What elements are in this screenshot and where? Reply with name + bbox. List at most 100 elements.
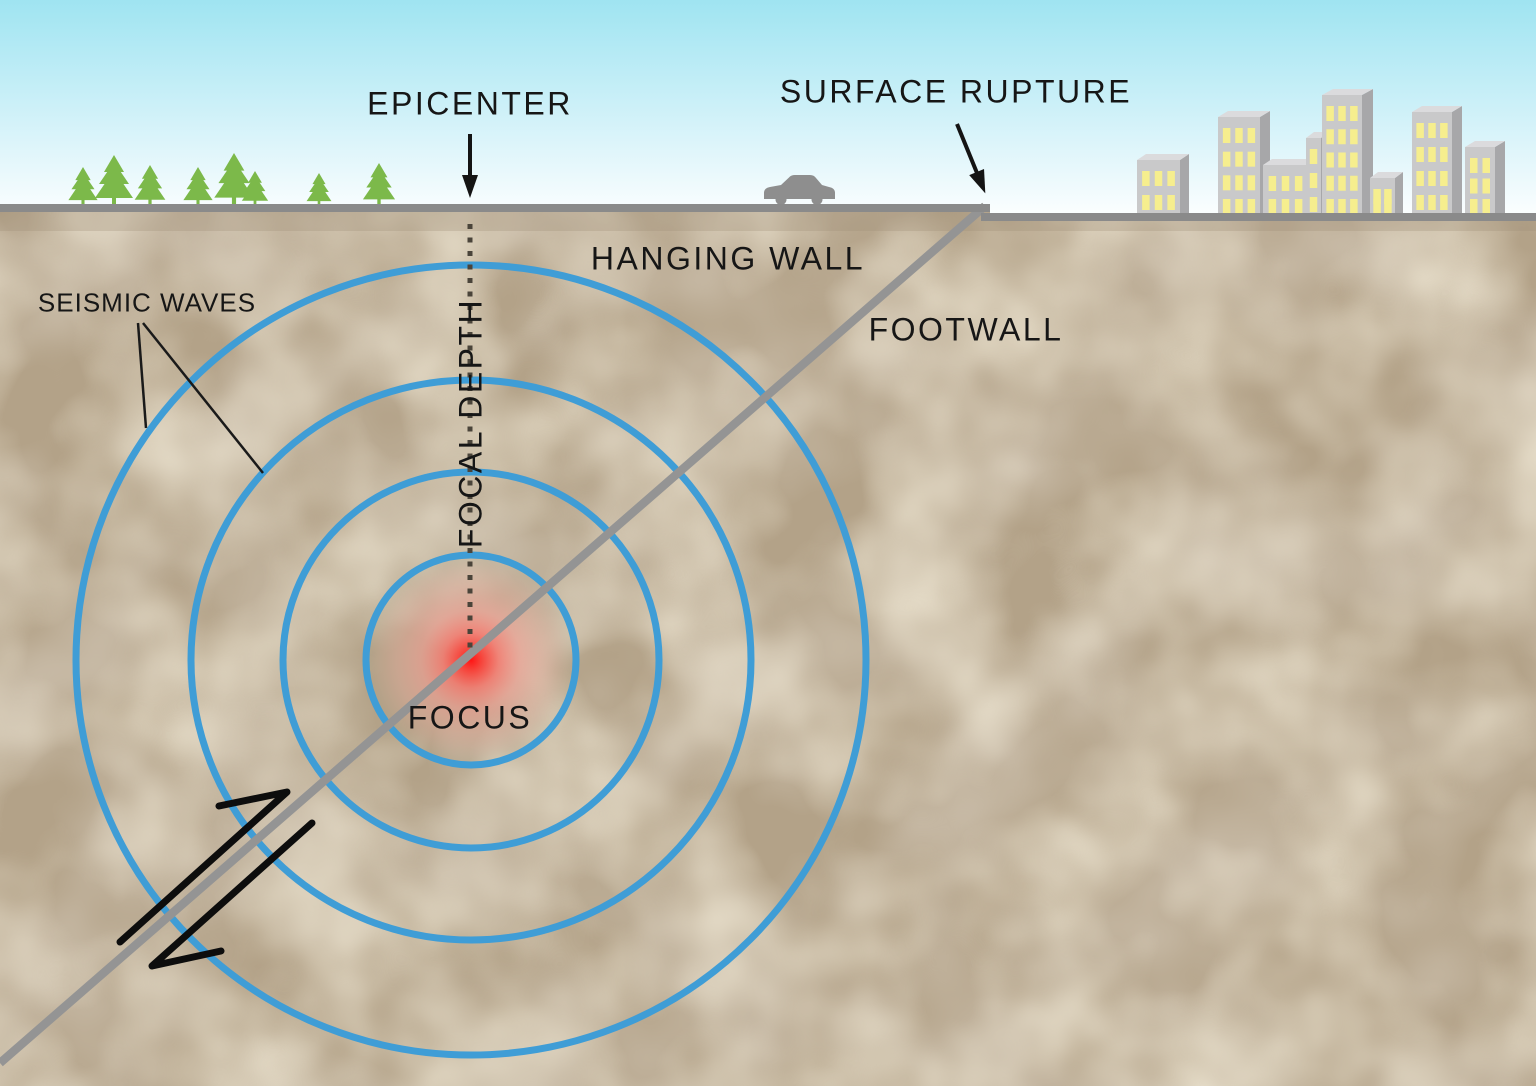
building-window: [1440, 147, 1448, 162]
fault-line: [0, 202, 988, 1067]
building-side: [1452, 106, 1462, 215]
building-window: [1235, 175, 1243, 191]
building-window: [1428, 195, 1436, 210]
building-roof: [1263, 159, 1317, 165]
building: [1218, 111, 1270, 215]
building-window: [1326, 175, 1334, 191]
building-window: [1416, 147, 1424, 162]
building-window: [1338, 199, 1346, 214]
building-window: [1268, 176, 1277, 191]
seismic-waves-pointer-2: [142, 322, 264, 474]
building-roof: [1218, 111, 1270, 117]
building-window: [1428, 147, 1436, 162]
building-window: [1222, 199, 1231, 214]
building-window: [1416, 123, 1424, 138]
hanging-wall-label: HANGING WALL: [590, 240, 866, 277]
building-window: [1326, 129, 1334, 145]
building-window: [1470, 199, 1478, 214]
building-window: [1470, 158, 1478, 173]
epicenter-label: EPICENTER: [367, 85, 573, 122]
building: [1412, 106, 1462, 215]
surface-rupture-arrow: [955, 123, 986, 194]
building-window: [1294, 176, 1303, 191]
car-wheel-rear: [775, 194, 787, 205]
building-window: [1268, 199, 1277, 214]
building: [1322, 89, 1373, 215]
building: [1465, 141, 1505, 215]
building-window: [1309, 197, 1318, 212]
building-roof: [1137, 154, 1189, 160]
building-roof: [1322, 89, 1373, 95]
building-window: [1154, 195, 1163, 210]
building: [1137, 154, 1189, 215]
seismic-wave-circles: [72, 261, 870, 1059]
building-window: [1470, 178, 1478, 194]
building-window: [1222, 175, 1231, 191]
focus-label: FOCUS: [407, 699, 533, 736]
building-window: [1350, 152, 1358, 168]
building-side: [1395, 172, 1403, 215]
building-window: [1167, 171, 1175, 186]
building-window: [1167, 195, 1175, 210]
building-window: [1294, 199, 1303, 214]
building-window: [1373, 189, 1381, 204]
building-window: [1235, 151, 1243, 167]
city-buildings: [1137, 89, 1505, 215]
building-window: [1350, 129, 1358, 145]
building-window: [1281, 176, 1290, 191]
building-window: [1235, 128, 1243, 143]
building-window: [1142, 171, 1150, 186]
footwall-slip-arrow: [148, 819, 316, 970]
building-window: [1338, 106, 1346, 121]
building-window: [1338, 152, 1346, 168]
building-window: [1384, 189, 1392, 204]
building: [1370, 172, 1403, 215]
building-window: [1440, 195, 1448, 210]
building-window: [1326, 106, 1334, 121]
seismic-waves-label: SEISMIC WAVES: [37, 287, 257, 318]
building-window: [1384, 199, 1392, 214]
surface-rupture-label: SURFACE RUPTURE: [779, 73, 1133, 110]
hanging-wall-slip-arrow: [116, 788, 291, 946]
building-window: [1154, 171, 1163, 186]
building-window: [1416, 171, 1424, 186]
building-window: [1338, 129, 1346, 145]
building-side: [1180, 154, 1189, 215]
building-side: [1495, 141, 1505, 215]
building-window: [1482, 158, 1490, 173]
building-window: [1235, 199, 1243, 214]
building-window: [1222, 151, 1231, 167]
building-window: [1428, 123, 1436, 138]
building-window: [1416, 195, 1424, 210]
car-wheel-front: [811, 194, 823, 205]
building-window: [1338, 175, 1346, 191]
building-window: [1326, 152, 1334, 168]
focal-depth-label: FOCAL DEPTH: [452, 297, 489, 549]
seismic-wave-3: [187, 376, 755, 944]
footwall-label: FOOTWALL: [868, 311, 1064, 348]
building-window: [1222, 128, 1231, 143]
building-window: [1247, 175, 1256, 191]
building-front: [1465, 147, 1495, 215]
building-window: [1326, 199, 1334, 214]
seismic-waves-pointer-1: [136, 322, 148, 429]
building-window: [1309, 173, 1318, 188]
building-window: [1440, 123, 1448, 138]
car: [764, 175, 835, 205]
building-roof: [1370, 172, 1403, 178]
building-window: [1482, 199, 1490, 214]
building-window: [1350, 175, 1358, 191]
building-window: [1482, 178, 1490, 194]
building-window: [1428, 171, 1436, 186]
building-roof: [1412, 106, 1462, 112]
seismic-wave-1: [362, 551, 580, 769]
building-window: [1247, 199, 1256, 214]
ground: [0, 205, 1536, 1086]
building-window: [1247, 128, 1256, 143]
building-window: [1350, 199, 1358, 214]
fault-slip-arrows: [116, 788, 316, 970]
building-window: [1309, 149, 1318, 164]
car-body: [764, 175, 835, 199]
